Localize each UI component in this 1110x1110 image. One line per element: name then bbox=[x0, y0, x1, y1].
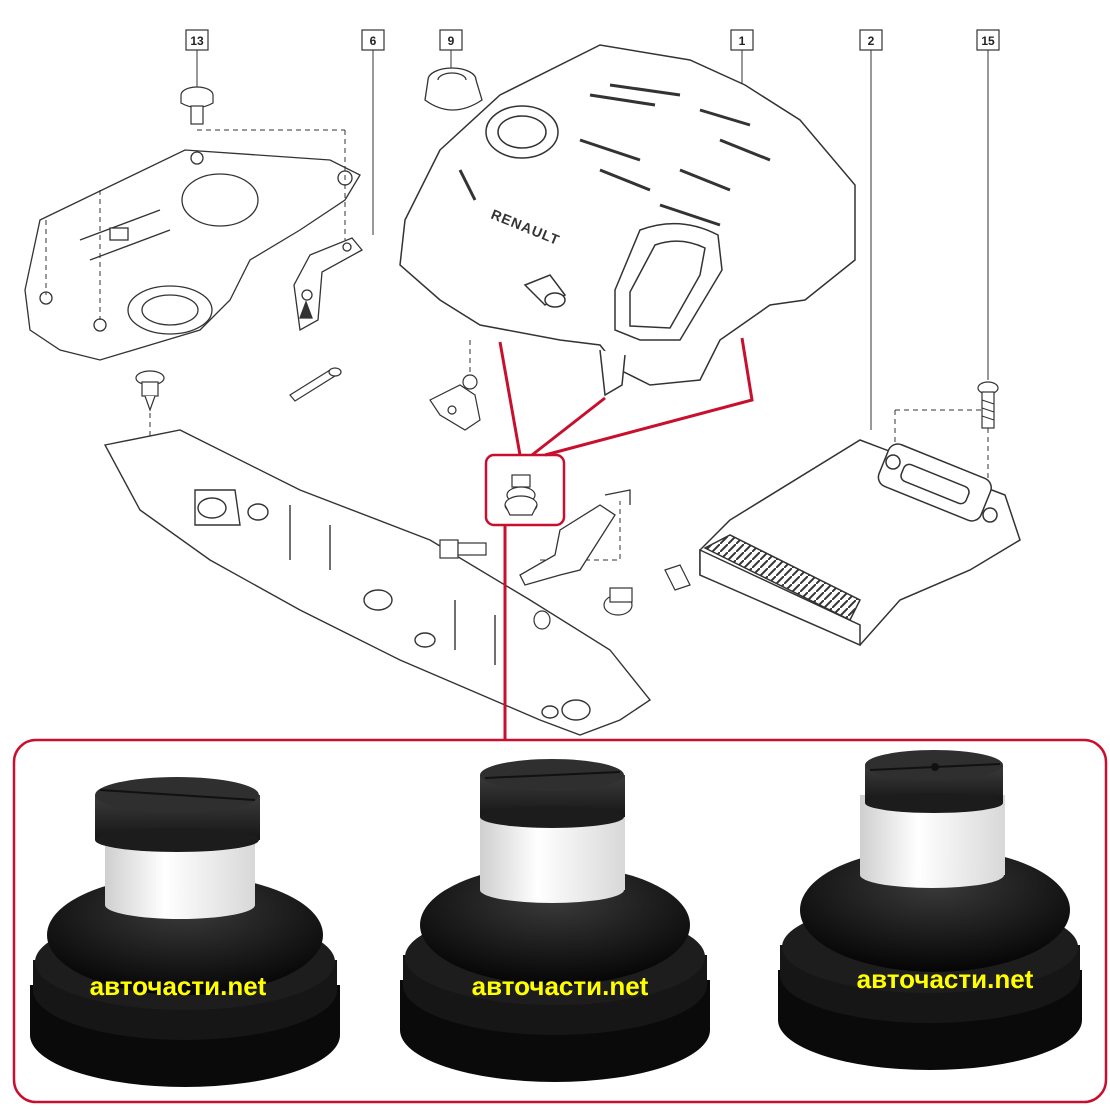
callout-2: 2 bbox=[859, 29, 883, 430]
left-bracket-plate bbox=[24, 149, 361, 361]
screw-15-icon bbox=[977, 381, 999, 429]
cover-clip-icon bbox=[429, 374, 481, 431]
callout-15: 15 bbox=[976, 29, 1000, 380]
rubber-mount-photo-3: авточасти.net bbox=[778, 750, 1082, 1070]
bolt-13-icon bbox=[180, 86, 214, 125]
push-clip-icon bbox=[603, 587, 633, 616]
highlight-lines bbox=[498, 337, 754, 740]
callout-1: 1 bbox=[730, 29, 754, 85]
callout-6-label: 6 bbox=[370, 34, 377, 48]
pin-icon bbox=[289, 367, 342, 402]
rubber-mount-icon bbox=[504, 474, 538, 516]
grommet-9-icon bbox=[424, 67, 483, 111]
plate-bolt-icon bbox=[135, 370, 165, 412]
watermark-1: авточасти.net bbox=[90, 971, 267, 1001]
callout-9: 9 bbox=[439, 29, 463, 70]
mid-bracket bbox=[519, 489, 631, 586]
callout-15-label: 15 bbox=[981, 34, 995, 48]
highlight-box bbox=[484, 453, 566, 527]
callout-9-label: 9 bbox=[448, 34, 455, 48]
watermark-3: авточасти.net bbox=[857, 964, 1034, 994]
callout-1-label: 1 bbox=[739, 34, 746, 48]
callout-6: 6 bbox=[361, 29, 385, 235]
callout-2-label: 2 bbox=[868, 34, 875, 48]
engine-cover-1: RENAULT bbox=[399, 44, 856, 397]
callout-13-label: 13 bbox=[190, 34, 204, 48]
callout-13: 13 bbox=[185, 29, 209, 88]
small-latch-icon bbox=[664, 564, 691, 591]
hex-bolt-icon bbox=[439, 539, 487, 559]
rubber-mount-photo-1: авточасти.net bbox=[30, 777, 340, 1087]
front-cross-member bbox=[103, 429, 652, 736]
nut-icon bbox=[533, 610, 551, 630]
bracket-6 bbox=[293, 237, 364, 332]
watermark-2: авточасти.net bbox=[472, 971, 649, 1001]
filter-cover-2 bbox=[699, 439, 1021, 647]
rubber-mount-photo-2: авточасти.net bbox=[400, 759, 710, 1082]
